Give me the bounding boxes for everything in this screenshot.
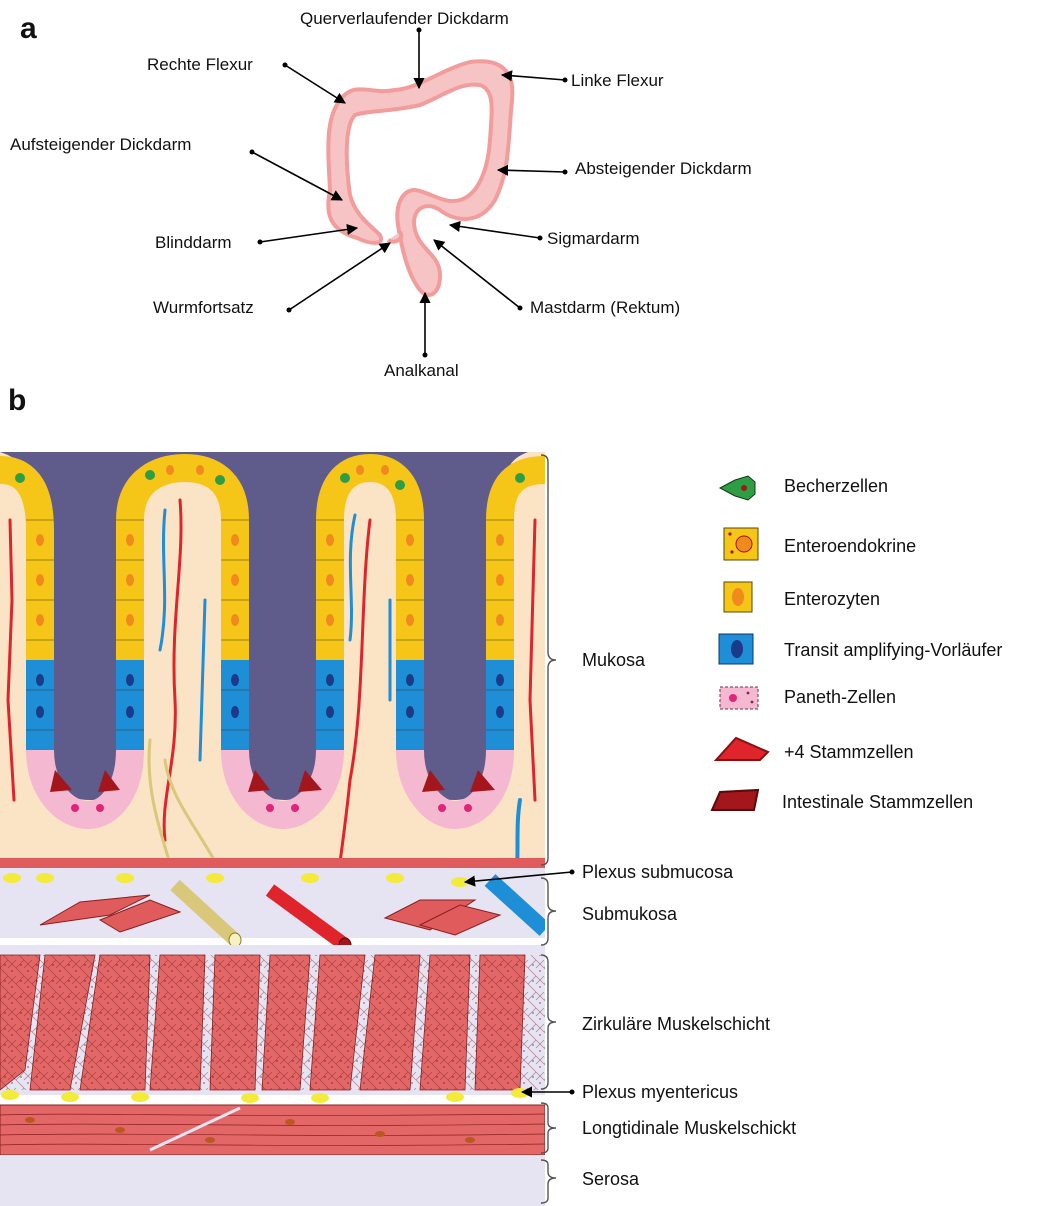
label-cecum: Blinddarm — [155, 233, 232, 252]
legend-label-enteroendocrine: Enteroendokrine — [784, 536, 916, 556]
serosa — [0, 1155, 545, 1206]
label-descending-colon: Absteigender Dickdarm — [575, 159, 752, 178]
label-longitudinal-muscle: Longtidinale Muskelschickt — [582, 1118, 796, 1138]
panel-a-letter: a — [20, 12, 37, 45]
legend-label-enterocyte: Enterozyten — [784, 589, 880, 609]
legend-label-paneth: Paneth-Zellen — [784, 687, 896, 707]
legend-icon-enterocyte — [724, 582, 752, 612]
label-left-flexure: Linke Flexur — [571, 71, 664, 90]
label-sigmoid: Sigmardarm — [547, 229, 640, 248]
label-rectum: Mastdarm (Rektum) — [530, 298, 680, 317]
legend: Becherzellen Enteroendokrine Enterozyten… — [712, 476, 1002, 812]
legend-icon-paneth — [720, 687, 758, 709]
label-submucosa: Submukosa — [582, 904, 678, 924]
legend-label-intestinal-stem: Intestinale Stammzellen — [782, 792, 973, 812]
label-right-flexure: Rechte Flexur — [147, 55, 253, 74]
legend-label-plus4-stem: +4 Stammzellen — [784, 742, 914, 762]
legend-icon-plus4-stem — [716, 738, 768, 760]
legend-icon-goblet — [720, 476, 755, 500]
panel-b-letter: b — [8, 384, 26, 417]
label-serosa: Serosa — [582, 1169, 640, 1189]
legend-icon-transit-amplifying — [719, 634, 753, 664]
label-mucosa: Mukosa — [582, 650, 646, 670]
legend-label-transit-amplifying: Transit amplifying-Vorläufer — [784, 640, 1002, 660]
label-appendix: Wurmfortsatz — [153, 298, 254, 317]
legend-icon-intestinal-stem — [712, 790, 758, 810]
label-plexus-myentericus: Plexus myentericus — [582, 1082, 738, 1102]
label-transverse-colon: Querverlaufender Dickdarm — [300, 9, 509, 28]
label-circular-muscle: Zirkuläre Muskelschicht — [582, 1014, 770, 1034]
label-anal-canal: Analkanal — [384, 361, 459, 380]
tissue-section — [0, 452, 545, 1206]
legend-label-goblet: Becherzellen — [784, 476, 888, 496]
colon-illustration — [328, 61, 512, 295]
muscularis-mucosae — [0, 858, 545, 868]
label-plexus-submucosa: Plexus submucosa — [582, 862, 734, 882]
label-ascending-colon: Aufsteigender Dickdarm — [10, 135, 191, 154]
legend-icon-enteroendocrine — [724, 528, 758, 560]
